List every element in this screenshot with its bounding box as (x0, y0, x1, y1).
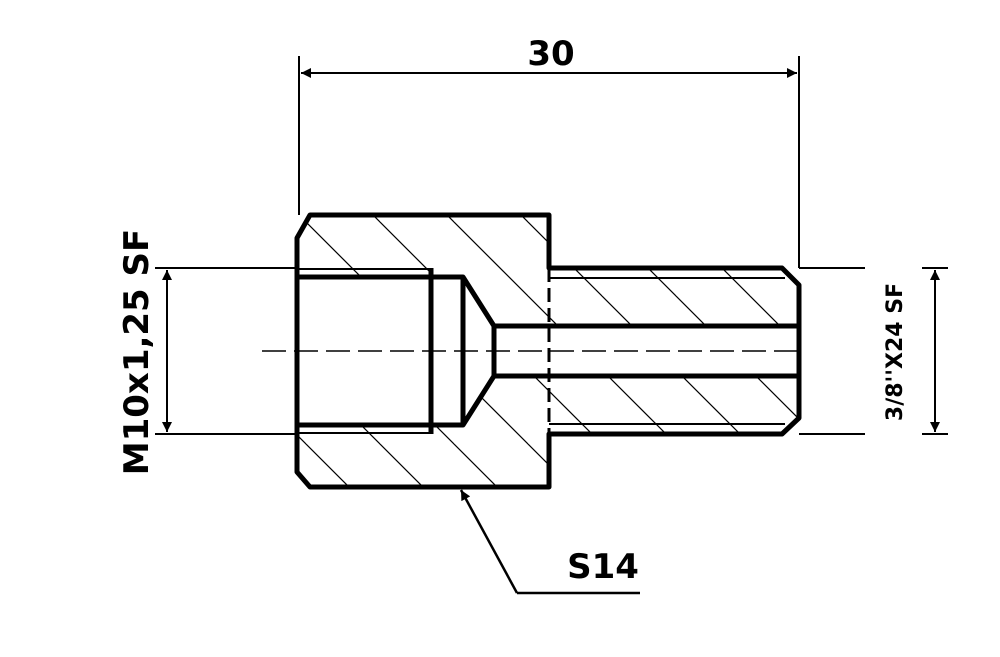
wrench-size-label: S14 (567, 547, 639, 587)
thread-lines (297, 268, 785, 434)
length-label: 30 (527, 34, 574, 74)
right-thread-label: 3/8''X24 SF (883, 283, 908, 421)
left-thread-dimension (155, 267, 297, 435)
length-dimension (298, 56, 800, 268)
wrench-size-leader (459, 489, 640, 595)
left-thread-label: M10x1,25 SF (117, 229, 157, 476)
right-thread-dimension (799, 267, 948, 435)
